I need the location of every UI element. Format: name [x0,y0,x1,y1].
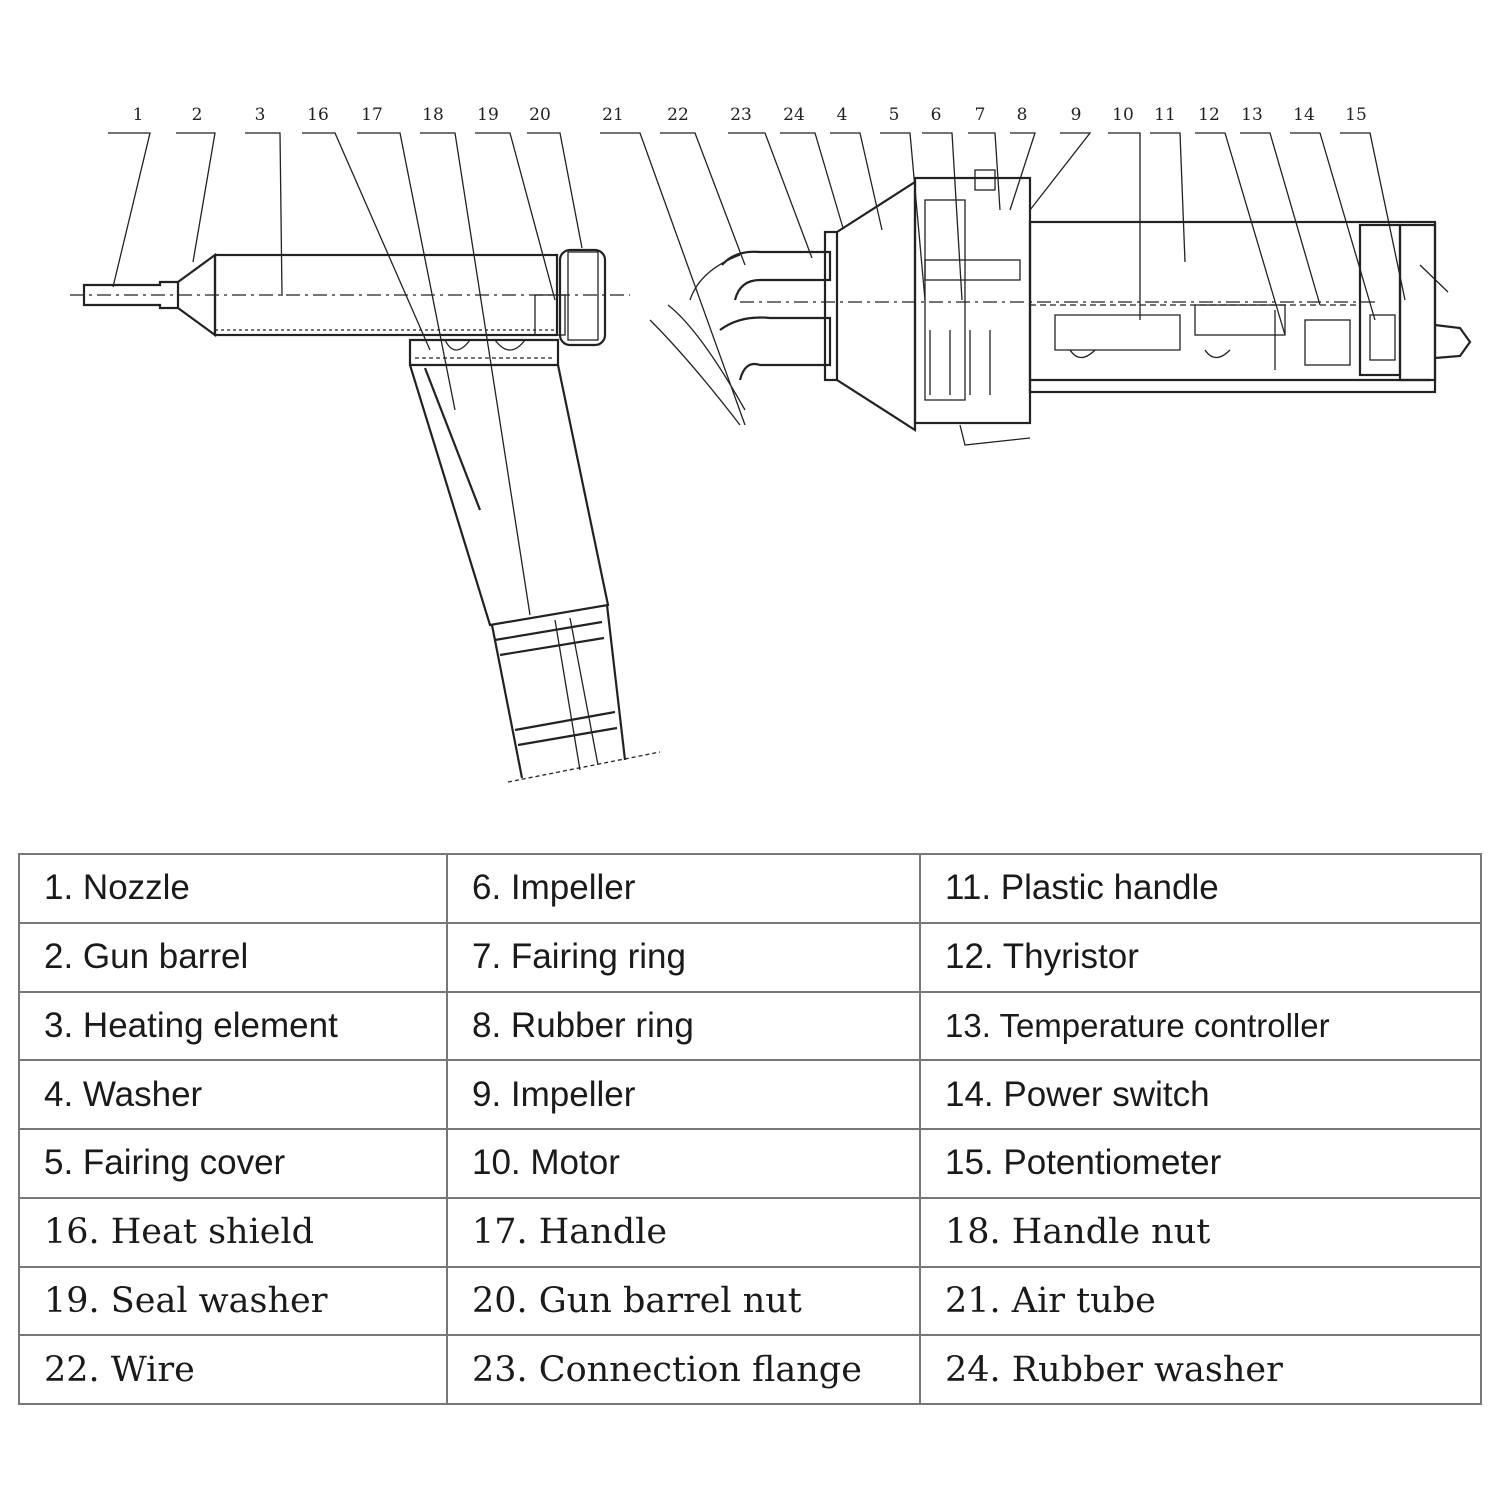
callout-17: 17 [361,105,383,125]
legend-cell: 21. Air tube [919,1265,1482,1337]
legend-cell: 16. Heat shield [18,1196,448,1268]
legend-cell: 4. Washer [18,1059,448,1130]
callout-19: 19 [477,105,499,125]
callout-7: 7 [975,105,986,125]
callout-15: 15 [1345,105,1367,125]
callout-18: 18 [422,105,444,125]
barrel-assembly [70,248,661,783]
callout-6: 6 [931,105,942,125]
callout-numbers: 1 2 3 16 17 18 19 20 21 22 23 24 4 5 6 7… [133,105,1367,125]
legend-cell: 9. Impeller [446,1059,921,1130]
legend-cell: 20. Gun barrel nut [446,1265,921,1337]
legend-cell: 24. Rubber washer [919,1334,1482,1405]
legend-cell: 11. Plastic handle [919,853,1482,924]
callout-21: 21 [602,105,624,125]
table-row: 5. Fairing cover 10. Motor 15. Potentiom… [18,1128,1482,1199]
hot-air-gun-diagram: 1 2 3 16 17 18 19 20 21 22 23 24 4 5 6 7… [70,105,1472,783]
legend-cell: 19. Seal washer [18,1265,448,1337]
legend-cell: 3. Heating element [18,990,448,1062]
legend-cell: 10. Motor [446,1128,921,1199]
callout-8: 8 [1017,105,1028,125]
table-row: 16. Heat shield 17. Handle 18. Handle nu… [18,1196,1482,1268]
callout-5: 5 [889,105,900,125]
table-row: 2. Gun barrel 7. Fairing ring 12. Thyris… [18,921,1482,993]
legend-cell: 14. Power switch [919,1059,1482,1130]
callout-13: 13 [1241,105,1263,125]
table-row: 1. Nozzle 6. Impeller 11. Plastic handle [18,853,1482,924]
legend-cell: 2. Gun barrel [18,921,448,993]
parts-legend-table: 1. Nozzle 6. Impeller 11. Plastic handle… [18,853,1482,1405]
callout-12: 12 [1198,105,1220,125]
callout-20: 20 [529,105,551,125]
motor-body-assembly [649,169,1472,446]
callout-16: 16 [307,105,329,125]
legend-cell: 13. Temperature controller [919,990,1482,1062]
legend-cell: 17. Handle [446,1196,921,1268]
legend-cell: 1. Nozzle [18,853,448,924]
callout-9: 9 [1071,105,1082,125]
legend-cell: 5. Fairing cover [18,1128,448,1199]
callout-22: 22 [667,105,689,125]
legend-cell: 12. Thyristor [919,921,1482,993]
table-row: 22. Wire 23. Connection flange 24. Rubbe… [18,1334,1482,1405]
legend-cell: 8. Rubber ring [446,990,921,1062]
table-row: 4. Washer 9. Impeller 14. Power switch [18,1059,1482,1130]
callout-24: 24 [783,105,805,125]
callout-3: 3 [255,105,266,125]
callout-14: 14 [1293,105,1315,125]
callout-11: 11 [1154,105,1176,125]
legend-cell: 15. Potentiometer [919,1128,1482,1199]
table-row: 3. Heating element 8. Rubber ring 13. Te… [18,990,1482,1062]
callout-2: 2 [192,105,203,125]
callout-23: 23 [730,105,752,125]
legend-cell: 18. Handle nut [919,1196,1482,1268]
legend-cell: 7. Fairing ring [446,921,921,993]
legend-cell: 22. Wire [18,1334,448,1405]
callout-4: 4 [837,105,848,125]
legend-cell: 6. Impeller [446,853,921,924]
callout-10: 10 [1112,105,1134,125]
callout-leader-lines [108,132,1406,616]
legend-cell: 23. Connection flange [446,1334,921,1405]
callout-1: 1 [133,105,144,125]
table-row: 19. Seal washer 20. Gun barrel nut 21. A… [18,1265,1482,1337]
